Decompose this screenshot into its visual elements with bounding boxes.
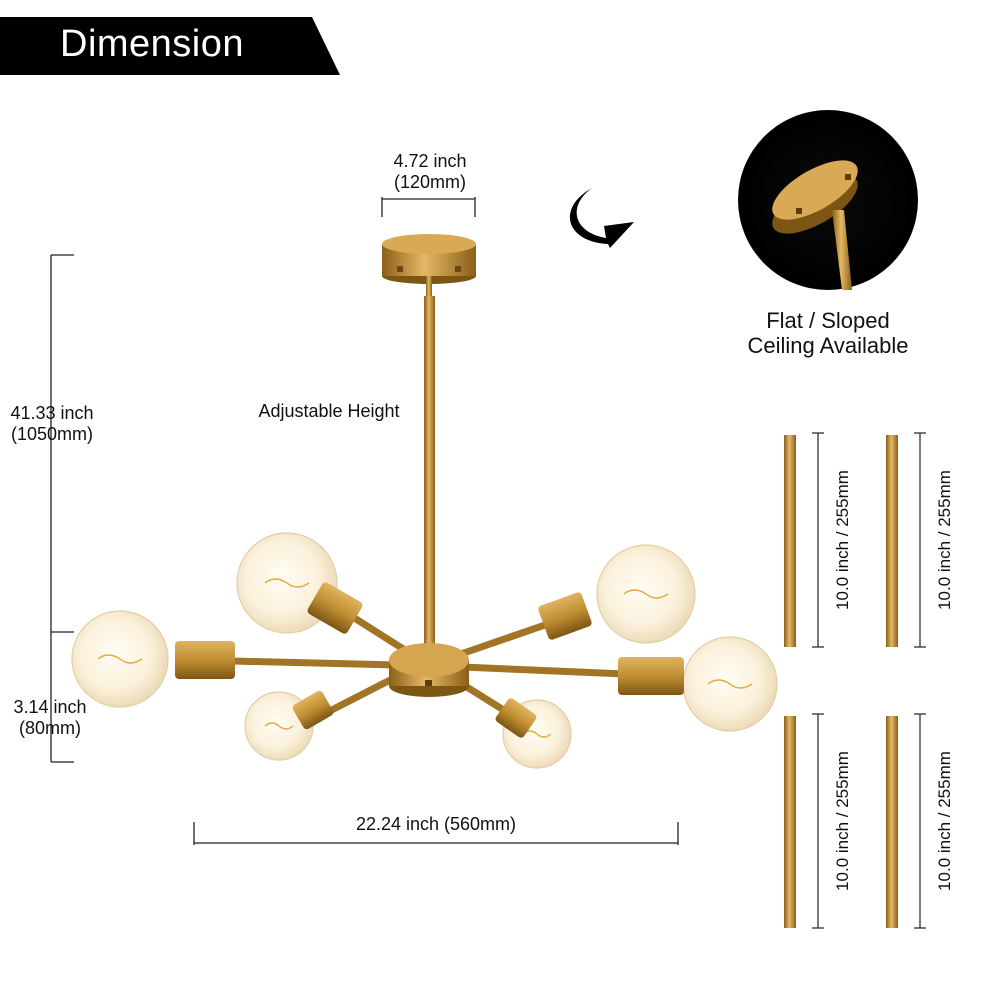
rod-brackets xyxy=(812,432,926,929)
span-width-bracket xyxy=(193,822,679,845)
canopy-width-mm: (120mm) xyxy=(393,172,466,192)
body-height-inch: 3.14 inch xyxy=(13,697,87,717)
ceiling-line-2: Ceiling Available xyxy=(747,333,909,358)
rod-label-3: 10.0 inch / 255mm xyxy=(833,751,852,891)
span-width-label: 22.24 inch (560mm) xyxy=(355,814,517,834)
adjustable-height-label: Adjustable Height xyxy=(258,401,400,421)
canopy-width-inch: 4.72 inch xyxy=(393,151,467,171)
canopy-width-bracket xyxy=(381,197,476,217)
total-height-inch: 41.33 inch xyxy=(10,403,94,423)
arms xyxy=(228,608,629,719)
total-height-mm: (1050mm) xyxy=(10,424,94,444)
down-rod xyxy=(424,296,435,648)
banner-title: Dimension xyxy=(60,23,245,65)
ceiling-line-1: Flat / Sloped xyxy=(766,308,890,333)
extension-rods xyxy=(784,435,898,928)
ceiling-detail-image xyxy=(738,110,918,290)
body-height-mm: (80mm) xyxy=(19,718,81,738)
curved-arrow-icon xyxy=(569,188,634,248)
total-height-bracket xyxy=(50,254,74,763)
rod-label-4: 10.0 inch / 255mm xyxy=(935,751,954,891)
rod-label-1: 10.0 inch / 255mm xyxy=(833,470,852,610)
banner-shape xyxy=(0,17,340,75)
center-hub xyxy=(389,643,469,697)
dimension-banner: Dimension xyxy=(0,17,340,75)
canopy xyxy=(382,234,476,298)
rod-label-2: 10.0 inch / 255mm xyxy=(935,470,954,610)
sockets xyxy=(175,582,684,738)
